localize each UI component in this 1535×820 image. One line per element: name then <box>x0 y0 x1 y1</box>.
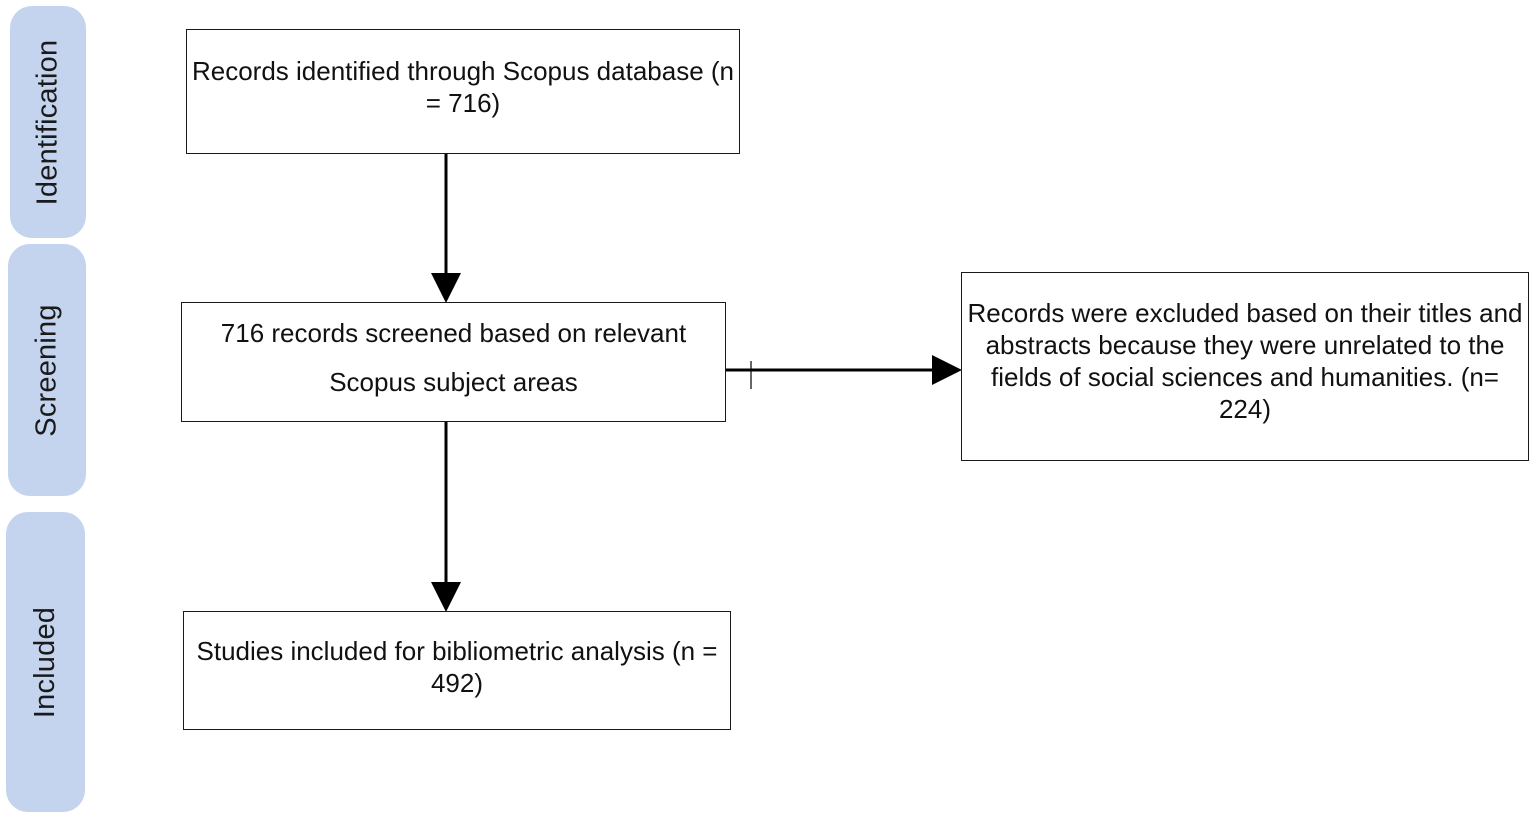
stage-included: Included <box>6 512 85 812</box>
records-identified-box: Records identified through Scopus databa… <box>186 29 740 154</box>
records-identified-text: Records identified through Scopus databa… <box>191 55 734 118</box>
records-screened-box: 716 records screened based on relevant S… <box>181 302 726 422</box>
studies-included-box: Studies included for bibliometric analys… <box>183 611 731 730</box>
stage-identification: Identification <box>10 6 86 238</box>
records-screened-text: 716 records screened based on relevant S… <box>220 318 687 397</box>
stage-screening: Screening <box>8 244 86 496</box>
records-excluded-text: Records were excluded based on their tit… <box>967 297 1523 424</box>
studies-included-text: Studies included for bibliometric analys… <box>196 635 718 698</box>
records-excluded-box: Records were excluded based on their tit… <box>961 272 1529 461</box>
